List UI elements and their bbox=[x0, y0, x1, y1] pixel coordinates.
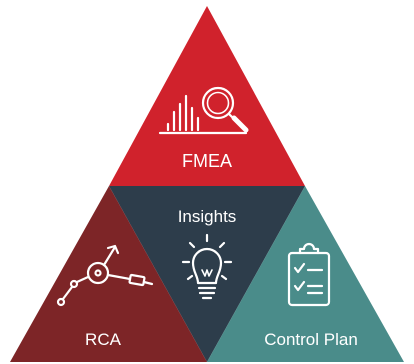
fmea-label: FMEA bbox=[182, 151, 232, 171]
insights-section: Insights bbox=[109, 186, 305, 362]
fmea-triangle bbox=[109, 6, 305, 186]
control-plan-section: Control Plan bbox=[207, 186, 404, 362]
chart-magnifier-icon bbox=[158, 86, 249, 135]
rca-section: RCA bbox=[10, 186, 207, 362]
control-plan-label: Control Plan bbox=[264, 330, 358, 349]
fmea-section: FMEA bbox=[109, 6, 305, 186]
lightbulb-icon bbox=[181, 233, 233, 300]
control-plan-triangle bbox=[207, 186, 404, 362]
clipboard-checklist-icon bbox=[287, 242, 331, 307]
rca-label: RCA bbox=[85, 330, 122, 349]
insights-triangle bbox=[109, 186, 305, 362]
root-cause-network-icon bbox=[56, 244, 154, 307]
insights-label: Insights bbox=[178, 207, 237, 226]
